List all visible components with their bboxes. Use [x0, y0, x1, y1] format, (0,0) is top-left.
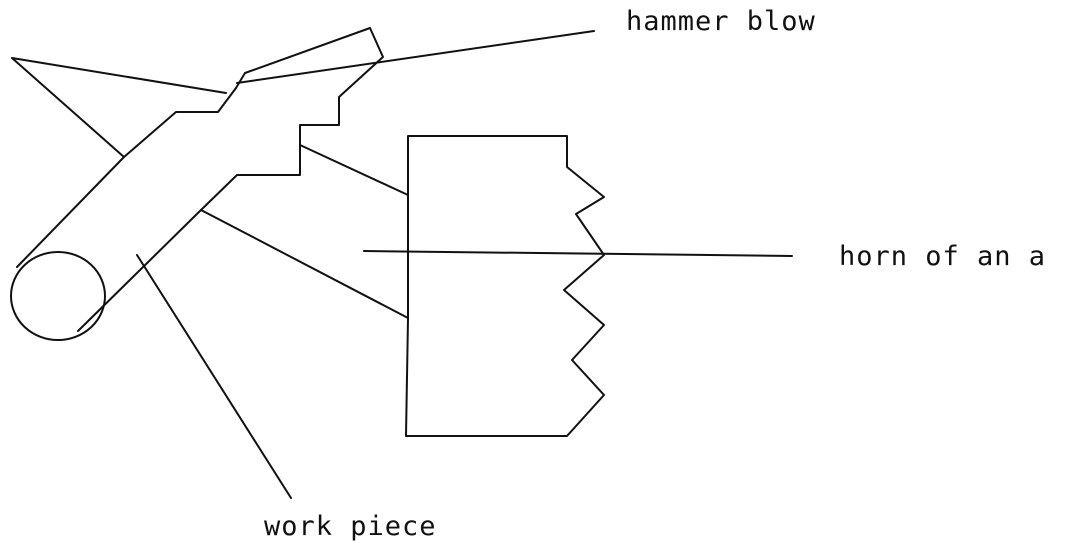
horn-lower-taper — [200, 209, 409, 319]
workpiece-upper-edge — [16, 87, 237, 268]
hammer-blow-wedge — [11, 57, 227, 158]
workpiece-end-circle — [10, 251, 106, 341]
anvil-body — [405, 135, 605, 437]
horn-leader — [363, 250, 793, 257]
workpiece-label: work piece — [264, 511, 437, 542]
hammer-blow-label: hammer blow — [626, 6, 816, 37]
hammer-blow-leader — [236, 30, 595, 84]
workpiece-lower-edge — [77, 27, 384, 332]
horn-label: horn of an a — [839, 241, 1047, 272]
workpiece-leader — [136, 254, 292, 499]
horn-upper-taper — [299, 144, 409, 196]
